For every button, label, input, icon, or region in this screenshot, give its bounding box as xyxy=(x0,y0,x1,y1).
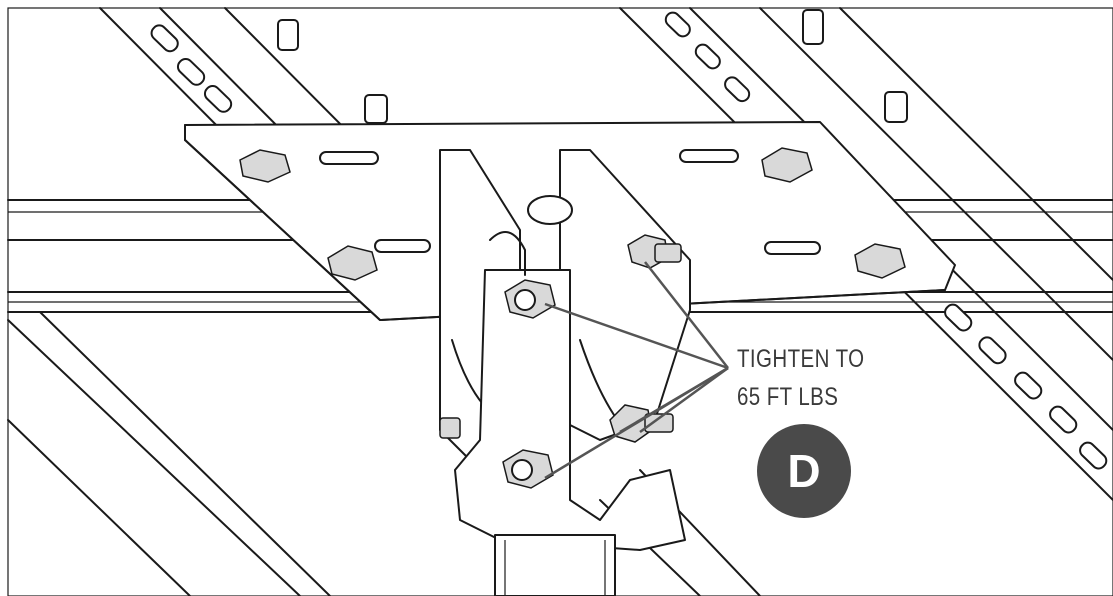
step-badge-label: D xyxy=(787,445,821,497)
torque-callout: TIGHTEN TO 65 FT LBS xyxy=(737,340,864,416)
callout-line-2: 65 FT LBS xyxy=(737,383,839,411)
callout-line-1: TIGHTEN TO xyxy=(737,345,865,373)
step-badge: D xyxy=(757,424,851,518)
nut-upper-left xyxy=(504,279,556,319)
leader-lines xyxy=(544,261,729,480)
plate-bolts xyxy=(239,147,906,281)
nut-upper-right xyxy=(627,234,682,269)
top-studs xyxy=(277,9,908,124)
nut-lower-left xyxy=(502,449,554,489)
